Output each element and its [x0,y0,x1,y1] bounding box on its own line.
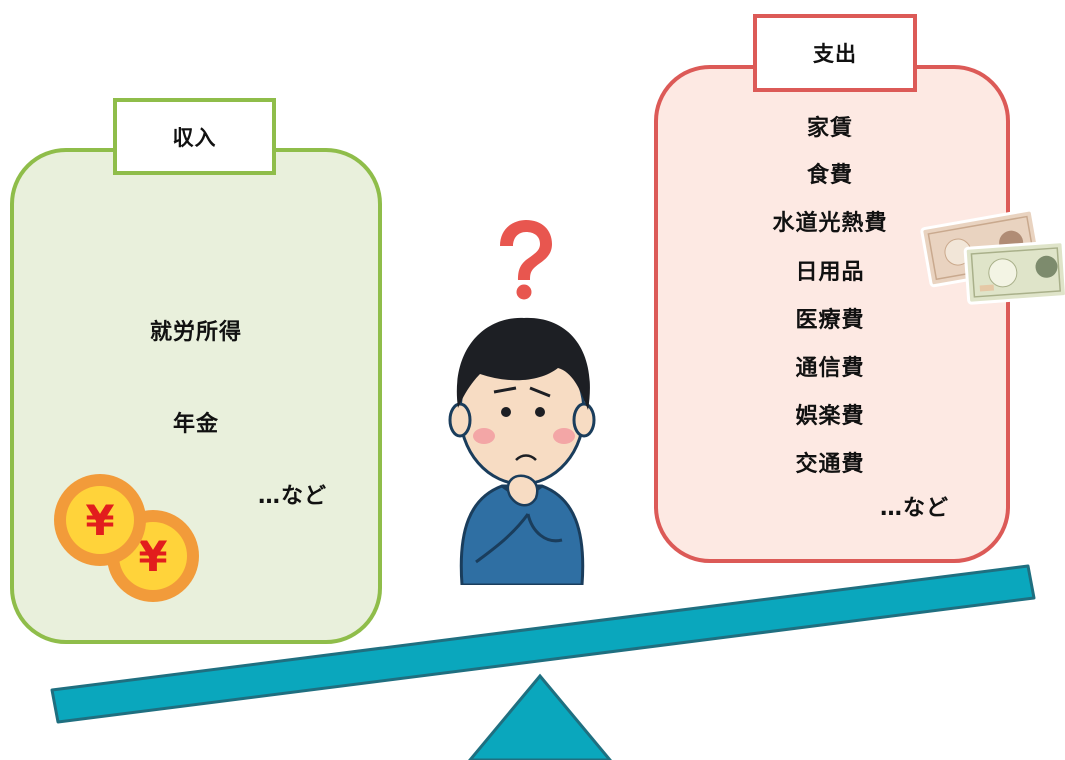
expense-item-daily-goods: 日用品 [795,260,865,285]
question-mark-icon [500,220,552,300]
income-etc: …など [258,484,328,509]
yen-coin-icon: ¥ ¥ [54,474,199,602]
banknote-front [963,240,1065,305]
expense-item-communication: 通信費 [795,356,865,381]
seesaw-fulcrum [468,673,612,760]
thinking-man-illustration [448,317,596,585]
svg-text:¥: ¥ [85,496,114,545]
yen-coin-front: ¥ [54,474,146,566]
expense-item-rent: 家賃 [806,116,854,141]
income-item-pension: 年金 [172,412,220,437]
expense-item-medical: 医療費 [795,308,865,333]
expense-item-utilities: 水道光熱費 [772,211,888,236]
seesaw-beam [50,564,1036,724]
svg-text:¥: ¥ [138,532,167,581]
expense-title-tab: 支出 [753,14,917,92]
expense-item-entertainment: 娯楽費 [795,404,865,429]
income-title-tab: 収入 [113,98,276,175]
expense-etc: …など [880,496,950,521]
expense-item-transport: 交通費 [795,452,865,477]
income-title: 収入 [172,125,217,150]
expense-title: 支出 [813,42,857,66]
expense-item-food: 食費 [806,163,854,188]
expense-panel [654,65,1010,563]
income-item-employment: 就労所得 [149,320,243,345]
banknote-icon [920,208,1065,305]
